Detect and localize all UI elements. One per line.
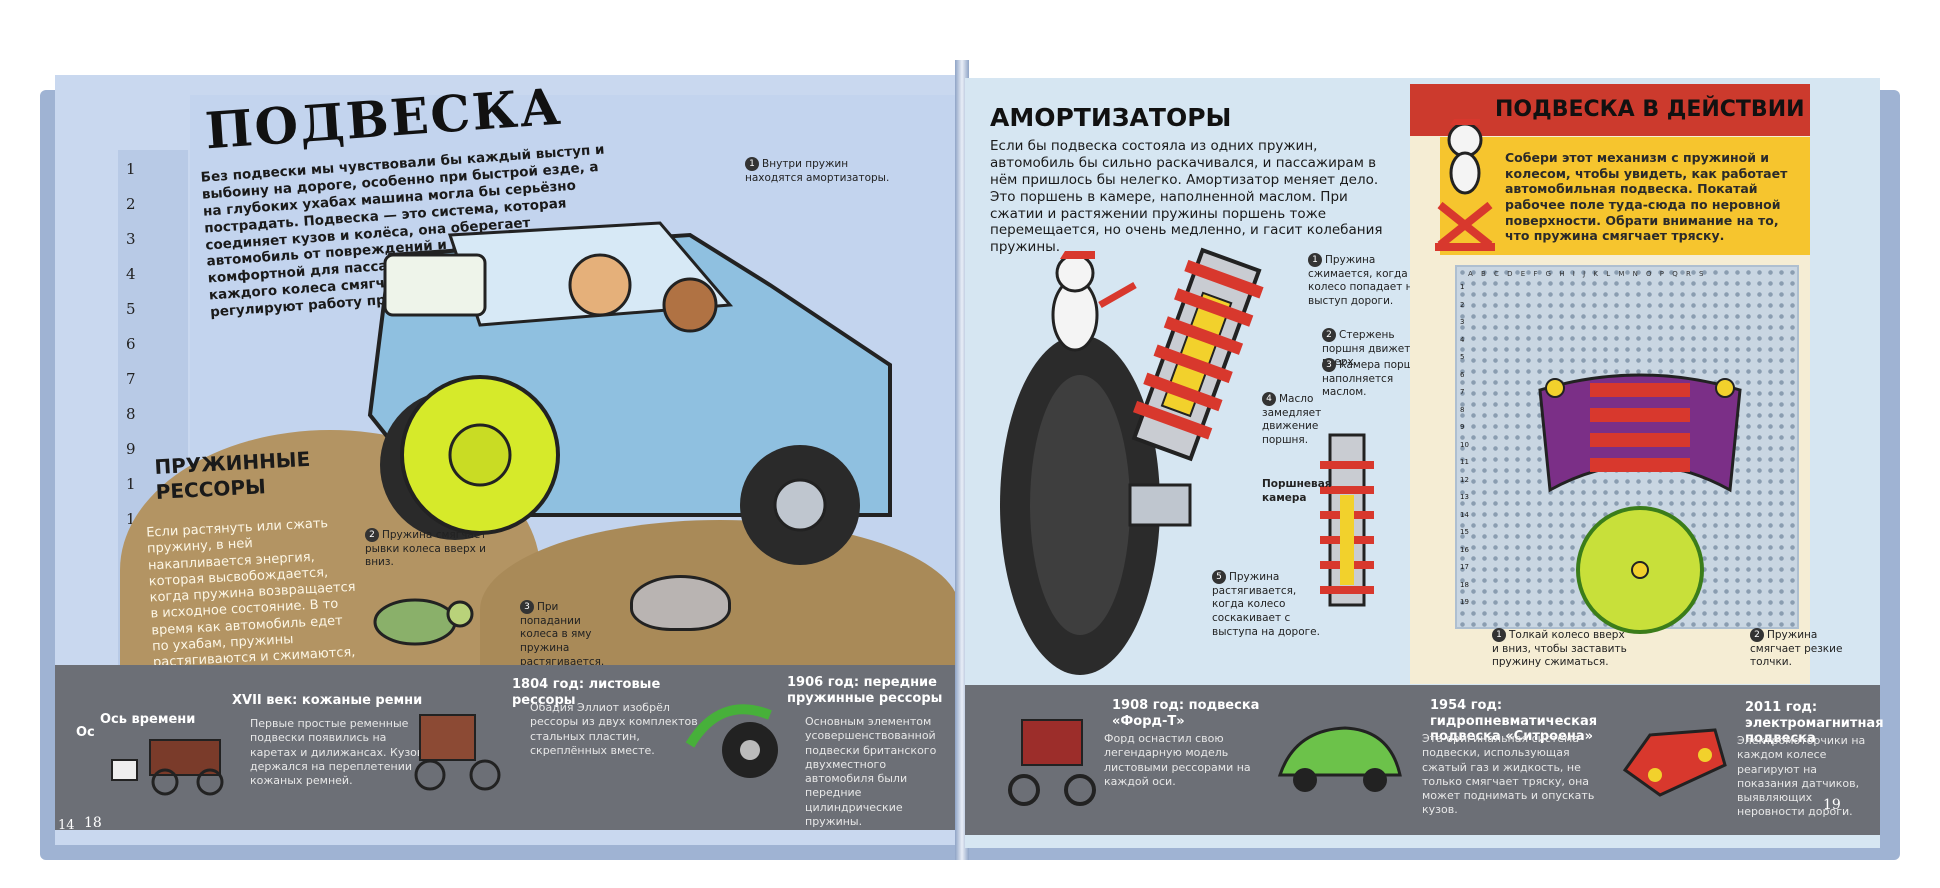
shock-absorber-illustration xyxy=(1000,247,1374,675)
timeline-item-title: 1954 год: гидропневматическая подвеска «… xyxy=(1430,698,1598,745)
badge-2-icon: 2 xyxy=(365,528,379,542)
timeline-item-body: Эта оригинальная система подвески, испол… xyxy=(1422,732,1595,817)
badge-5-icon: 5 xyxy=(1212,570,1226,584)
badge-3-icon: 3 xyxy=(520,600,534,614)
ruler-number: 4 xyxy=(126,265,136,283)
board-row-number: 17 xyxy=(1460,563,1469,571)
timeline-item-title: XVII век: кожаные ремни xyxy=(232,693,423,708)
ruler-number: 5 xyxy=(126,300,136,318)
carriage-illustration xyxy=(111,739,224,796)
right-page-title: АМОРТИЗАТОРЫ xyxy=(990,103,1232,132)
timeline-item-body: Основным элементом усовершенствованной п… xyxy=(805,715,937,829)
mouse-jack-illustration xyxy=(1435,119,1495,251)
shock-label-chamber: Поршневая камера xyxy=(1262,478,1332,504)
timeline-item-body: Первые простые ременные подвески появили… xyxy=(250,717,424,788)
badge-1-icon: 1 xyxy=(745,157,759,171)
timeline-item-title: 1804 год: листовые рессоры xyxy=(512,677,661,708)
turtle-illustration xyxy=(373,598,474,646)
mouse-mechanic-illustration xyxy=(1051,251,1137,352)
right-intro: Если бы подвеска состояла из одних пружи… xyxy=(990,138,1383,256)
timeline-item-title: 2011 год: электромагнитная подвеска xyxy=(1745,700,1884,747)
board-row-number: 2 xyxy=(1460,300,1465,309)
timeline-label: Ось времени xyxy=(100,712,196,727)
ruler-number: 8 xyxy=(126,405,136,423)
right-page-number: 19 xyxy=(1823,797,1841,813)
left-page-number: 18 xyxy=(84,815,102,831)
ruler-number: 1 xyxy=(126,160,136,178)
board-letters: A B C D E F G H I J K L M N O P Q R S xyxy=(1468,270,1707,278)
action-title: ПОДВЕСКА В ДЕЙСТВИИ xyxy=(1495,97,1805,122)
springs-body: Если растянуть или сжать пружину, в ней … xyxy=(145,516,356,687)
ruler-number: 3 xyxy=(126,230,136,248)
board-row-number: 6 xyxy=(1460,370,1465,379)
board-row-number: 11 xyxy=(1460,458,1469,466)
timeline-item-body: Электромоторчики на каждом колесе реагир… xyxy=(1737,734,1866,819)
left-page-number-small: 14 xyxy=(58,818,75,833)
board-row-number: 1 xyxy=(1460,283,1465,291)
badge-2-icon: 2 xyxy=(1322,328,1336,342)
ruler-number: 2 xyxy=(126,195,136,213)
ruler-number: 1 xyxy=(126,510,136,528)
board-row-number: 18 xyxy=(1460,580,1469,589)
wheel-spring-illustration xyxy=(685,704,778,778)
electromagnetic-car-illustration xyxy=(1622,728,1727,797)
ruler-number: 9 xyxy=(126,440,136,458)
board-row-number: 13 xyxy=(1460,493,1469,501)
badge-1-icon: 1 xyxy=(1308,253,1322,267)
timeline-item-body: Обадия Эллиот изобрёл рессоры из двух ко… xyxy=(530,701,698,757)
action-instructions: Собери этот механизм с пружиной и колесо… xyxy=(1505,150,1788,244)
ruler-number: 6 xyxy=(126,335,136,353)
board-row-number: 4 xyxy=(1460,335,1465,344)
board-row-number: 19 xyxy=(1460,598,1469,606)
ford-t-illustration xyxy=(1008,719,1096,806)
springs-title: ПРУЖИННЫЕ РЕССОРЫ xyxy=(153,446,311,504)
timeline-right xyxy=(965,685,1880,835)
badge-1-icon: 1 xyxy=(1492,628,1506,642)
action-instructions-box xyxy=(1440,137,1810,255)
cart-illustration xyxy=(414,714,501,791)
board-row-number: 5 xyxy=(1460,353,1465,361)
board-row-number: 10 xyxy=(1460,440,1469,449)
rock-illustration xyxy=(630,575,731,631)
citroen-illustration xyxy=(1277,726,1402,792)
badge-3-icon: 3 xyxy=(1322,358,1336,372)
badge-4-icon: 4 xyxy=(1262,392,1276,406)
timeline-item-body: Форд оснастил свою легендарную модель ли… xyxy=(1104,732,1251,788)
board-row-number: 15 xyxy=(1460,528,1469,536)
jeep-illustration xyxy=(367,221,892,565)
board-row-number: 9 xyxy=(1460,423,1465,431)
ruler-number: 7 xyxy=(126,370,136,388)
board-row-number: 8 xyxy=(1460,405,1465,414)
board-row-number: 12 xyxy=(1460,475,1469,484)
suspension-model-illustration xyxy=(1538,373,1742,634)
board-row-number: 3 xyxy=(1460,318,1465,326)
timeline-item-title: 1906 год: передние пружинные рессоры xyxy=(787,675,943,706)
ruler-number: 1 xyxy=(126,475,136,493)
badge-2-icon: 2 xyxy=(1750,628,1764,642)
timeline-item-title: 1908 год: подвеска «Форд-Т» xyxy=(1112,698,1260,729)
board-row-number: 7 xyxy=(1460,388,1465,396)
board-row-number: 14 xyxy=(1460,510,1469,519)
timeline-edge-text: Ос xyxy=(76,725,95,740)
board-row-number: 16 xyxy=(1460,545,1469,554)
